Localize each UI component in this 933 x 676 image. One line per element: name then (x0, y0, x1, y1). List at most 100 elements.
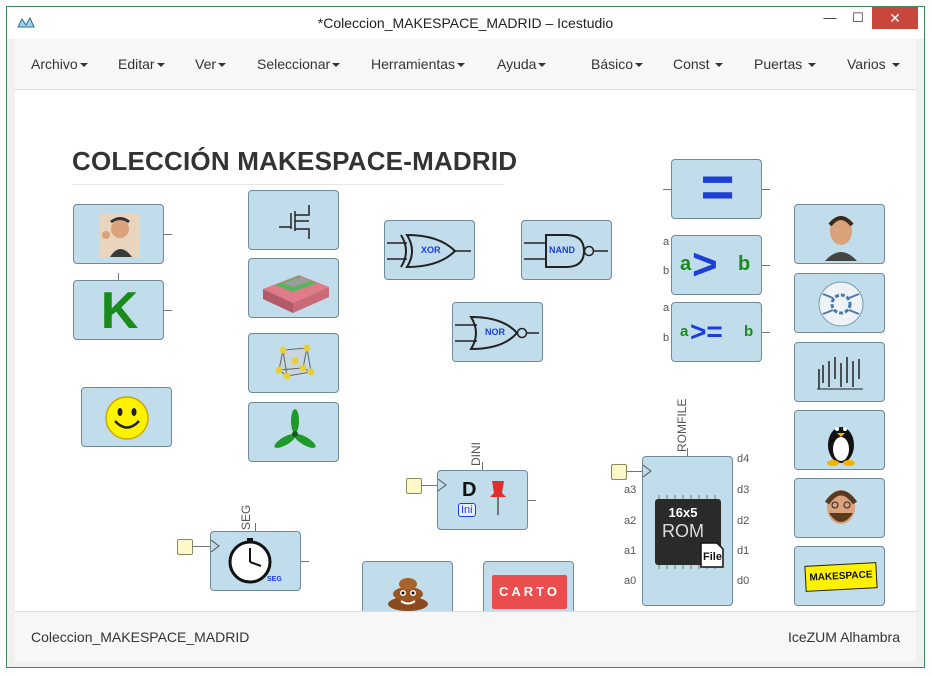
minimize-button[interactable]: — (823, 10, 837, 25)
d-letter: D (462, 479, 477, 501)
menu-herramientas[interactable]: Herramientas (371, 39, 466, 89)
caret-down-icon (156, 63, 165, 68)
output-port (762, 332, 770, 333)
input-wire (192, 546, 210, 547)
romfile-param-label: ROMFILE (675, 398, 689, 452)
block-nor-gate[interactable]: NOR (452, 302, 543, 362)
carto-text: CARTO (499, 584, 560, 599)
block-nand-gate[interactable]: NAND (521, 220, 612, 280)
param-port (482, 462, 483, 470)
design-canvas[interactable]: COLECCIÓN MAKESPACE-MADRID K (15, 90, 916, 611)
output-port (301, 561, 309, 562)
block-mosfet[interactable] (248, 190, 339, 250)
menu-const[interactable]: Const (673, 39, 724, 89)
menu-label: Puertas (754, 56, 803, 72)
block-equal[interactable]: = (671, 159, 762, 219)
block-person-photo[interactable] (73, 204, 164, 264)
smiley-face-icon (105, 396, 149, 440)
menu-bar: Archivo Editar Ver Seleccionar Herramien… (15, 39, 916, 90)
port-label-b: b (663, 265, 670, 277)
dini-param-label: DINI (469, 442, 483, 466)
icestudio-logo-icon (17, 16, 35, 28)
block-poop-emoji[interactable] (362, 561, 453, 611)
menu-label: Ver (195, 56, 217, 72)
rom-input-a2: a2 (624, 515, 637, 527)
rom-input-a0: a0 (624, 575, 637, 587)
clock-input-pad[interactable] (611, 464, 627, 480)
xor-label: XOR (421, 245, 441, 255)
block-seg-timer[interactable]: SEG (210, 531, 301, 591)
close-button[interactable]: ✕ (872, 7, 918, 29)
menu-archivo[interactable]: Archivo (31, 39, 88, 89)
seg-param-label: SEG (239, 504, 253, 530)
block-propeller[interactable] (248, 402, 339, 462)
rom-input-a3: a3 (624, 484, 637, 496)
block-dini-register[interactable]: D Ini (437, 470, 528, 530)
propeller-icon (274, 409, 316, 448)
menu-ver[interactable]: Ver (195, 39, 227, 89)
menu-label: Seleccionar (257, 56, 331, 72)
status-bar: Coleccion_MAKESPACE_MADRID IceZUM Alhamb… (15, 611, 916, 662)
poop-emoji-icon (388, 578, 428, 611)
block-rom[interactable]: 16x5 ROM File (642, 456, 733, 606)
param-port (255, 523, 256, 531)
nand-gate-icon (524, 234, 608, 268)
block-bearded-photo[interactable] (794, 478, 885, 538)
block-tux[interactable] (794, 410, 885, 470)
block-man-photo[interactable] (794, 204, 885, 264)
menu-label: Herramientas (371, 56, 456, 72)
port-label-a: a (663, 302, 670, 314)
block-carto-logo[interactable]: CARTO (483, 561, 574, 611)
menu-editar[interactable]: Editar (118, 39, 165, 89)
rom-output-d0: d0 (737, 575, 750, 587)
status-board[interactable]: IceZUM Alhambra (787, 629, 900, 645)
caret-down-icon (457, 63, 466, 68)
caret-down-icon (891, 63, 900, 68)
caret-down-icon (218, 63, 227, 68)
rom-file-label: File (703, 551, 722, 563)
menu-label: Archivo (31, 56, 78, 72)
output-port (164, 234, 172, 235)
chip-3d-icon (263, 275, 329, 313)
block-k-letter[interactable]: K (73, 280, 164, 340)
menu-label: Editar (118, 56, 155, 72)
block-puzzle-gear[interactable] (794, 273, 885, 333)
block-chip-3d[interactable] (248, 258, 339, 318)
clock-input-pad[interactable] (406, 478, 422, 494)
caret-down-icon (538, 63, 547, 68)
crystal-lattice-icon (275, 344, 315, 380)
status-filename: Coleccion_MAKESPACE_MADRID (31, 629, 250, 645)
block-makespace-logo[interactable]: MAKESPACE (794, 546, 885, 606)
input-wire (626, 471, 642, 472)
output-port (762, 265, 770, 266)
caret-down-icon (715, 63, 724, 68)
person-thumbs-up-icon (100, 213, 140, 257)
top-port (118, 273, 119, 280)
menu-puertas[interactable]: Puertas (754, 39, 817, 89)
app-window: *Coleccion_MAKESPACE_MADRID – Icestudio … (6, 6, 925, 668)
menu-varios[interactable]: Varios (847, 39, 900, 89)
ini-label: Ini (458, 503, 476, 517)
menu-ayuda[interactable]: Ayuda (497, 39, 547, 89)
menu-label: Const (673, 56, 710, 72)
maximize-button[interactable]: ☐ (852, 10, 864, 25)
gte-b-label: b (744, 323, 754, 340)
menu-label: Básico (591, 56, 634, 72)
block-greater-than[interactable]: a > b (671, 235, 762, 295)
block-xor-gate[interactable]: XOR (384, 220, 475, 280)
block-greater-equal[interactable]: a >= b (671, 302, 762, 362)
person-portrait-icon (824, 490, 858, 524)
menu-basico[interactable]: Básico (591, 39, 644, 89)
seg-inner-label: SEG (267, 576, 282, 583)
block-crystal-lattice[interactable] (248, 333, 339, 393)
nor-gate-icon (455, 315, 539, 351)
gte-a-label: a (680, 323, 689, 340)
rom-input-a1: a1 (624, 545, 637, 557)
clock-input-pad[interactable] (177, 539, 193, 555)
block-waveform[interactable] (794, 342, 885, 402)
input-wire (421, 485, 437, 486)
menu-seleccionar[interactable]: Seleccionar (257, 39, 341, 89)
block-smiley[interactable] (81, 387, 172, 447)
port-label-a: a (663, 236, 670, 248)
param-port (687, 448, 688, 456)
